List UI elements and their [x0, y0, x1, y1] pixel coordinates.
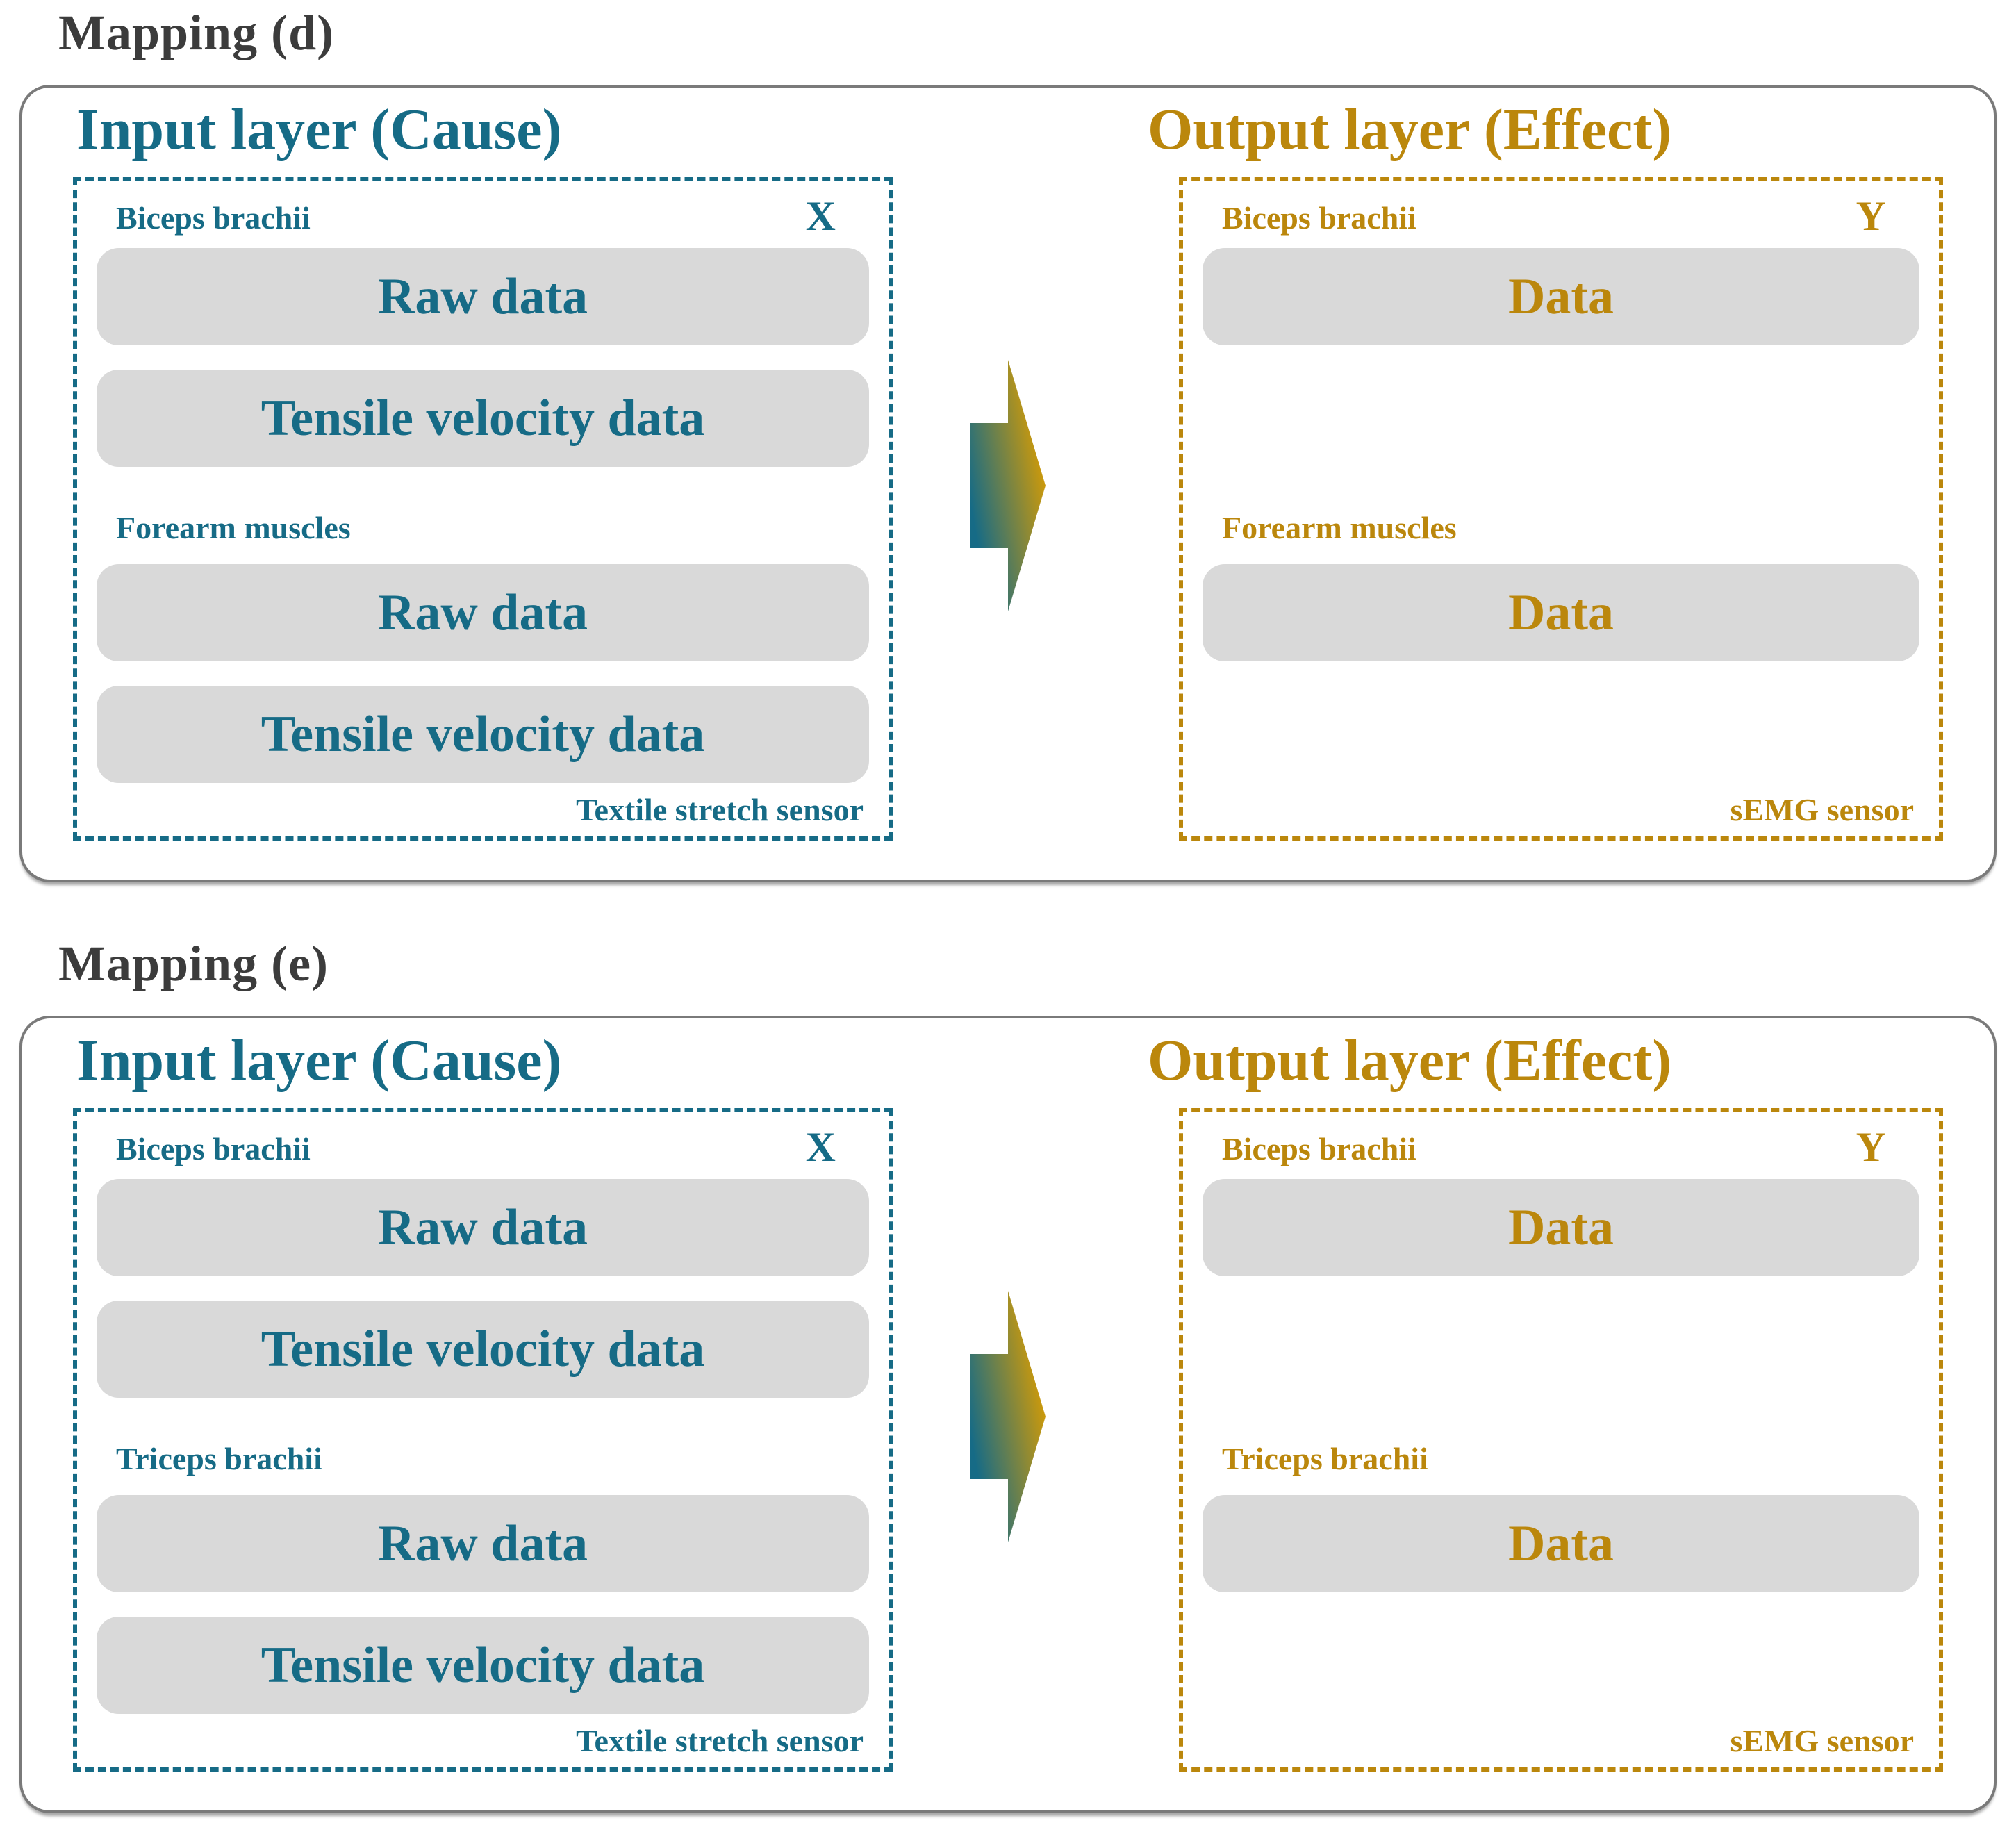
- mapping-arrow-icon: [970, 1291, 1046, 1542]
- input-variable-x: X: [805, 193, 836, 239]
- panel-e-title: Mapping (e): [58, 936, 329, 991]
- output-layer-title: Output layer (Effect): [1148, 97, 1672, 162]
- output-layer-box: Biceps brachii Y Data Forearm muscles Da…: [1179, 177, 1943, 841]
- panel-d-title: Mapping (d): [58, 5, 335, 60]
- muscle-label-biceps: Biceps brachii: [1222, 200, 1416, 236]
- muscle-label-forearm: Forearm muscles: [116, 510, 351, 545]
- output-bar-data: Data: [1203, 564, 1919, 661]
- muscle-label-forearm: Forearm muscles: [1222, 510, 1457, 545]
- output-sensor-label: sEMG sensor: [1730, 1723, 1915, 1758]
- input-bar-raw-data: Raw data: [97, 1179, 869, 1276]
- panel-d-frame: Input layer (Cause) Output layer (Effect…: [19, 85, 1997, 882]
- input-layer-title: Input layer (Cause): [76, 97, 562, 162]
- muscle-label-biceps: Biceps brachii: [116, 1131, 311, 1166]
- output-layer-title: Output layer (Effect): [1148, 1028, 1672, 1093]
- output-bar-data: Data: [1203, 248, 1919, 345]
- input-bar-raw-data: Raw data: [97, 564, 869, 661]
- input-variable-x: X: [805, 1124, 836, 1170]
- mapping-arrow-icon: [970, 360, 1046, 611]
- output-variable-y: Y: [1856, 1124, 1886, 1170]
- input-layer-box: Biceps brachii X Raw data Tensile veloci…: [73, 1108, 893, 1772]
- output-bar-data: Data: [1203, 1495, 1919, 1592]
- muscle-label-biceps: Biceps brachii: [1222, 1131, 1416, 1166]
- input-bar-tensile-velocity: Tensile velocity data: [97, 686, 869, 783]
- panel-e-frame: Input layer (Cause) Output layer (Effect…: [19, 1016, 1997, 1813]
- muscle-label-triceps: Triceps brachii: [116, 1441, 322, 1476]
- muscle-label-triceps: Triceps brachii: [1222, 1441, 1428, 1476]
- output-layer-box: Biceps brachii Y Data Triceps brachii Da…: [1179, 1108, 1943, 1772]
- output-sensor-label: sEMG sensor: [1730, 792, 1915, 827]
- muscle-label-biceps: Biceps brachii: [116, 200, 311, 236]
- output-bar-data: Data: [1203, 1179, 1919, 1276]
- input-bar-raw-data: Raw data: [97, 1495, 869, 1592]
- input-bar-tensile-velocity: Tensile velocity data: [97, 370, 869, 467]
- input-sensor-label: Textile stretch sensor: [576, 792, 864, 827]
- output-variable-y: Y: [1856, 193, 1886, 239]
- input-bar-tensile-velocity: Tensile velocity data: [97, 1301, 869, 1398]
- input-layer-box: Biceps brachii X Raw data Tensile veloci…: [73, 177, 893, 841]
- input-sensor-label: Textile stretch sensor: [576, 1723, 864, 1758]
- input-layer-title: Input layer (Cause): [76, 1028, 562, 1093]
- input-bar-raw-data: Raw data: [97, 248, 869, 345]
- input-bar-tensile-velocity: Tensile velocity data: [97, 1617, 869, 1714]
